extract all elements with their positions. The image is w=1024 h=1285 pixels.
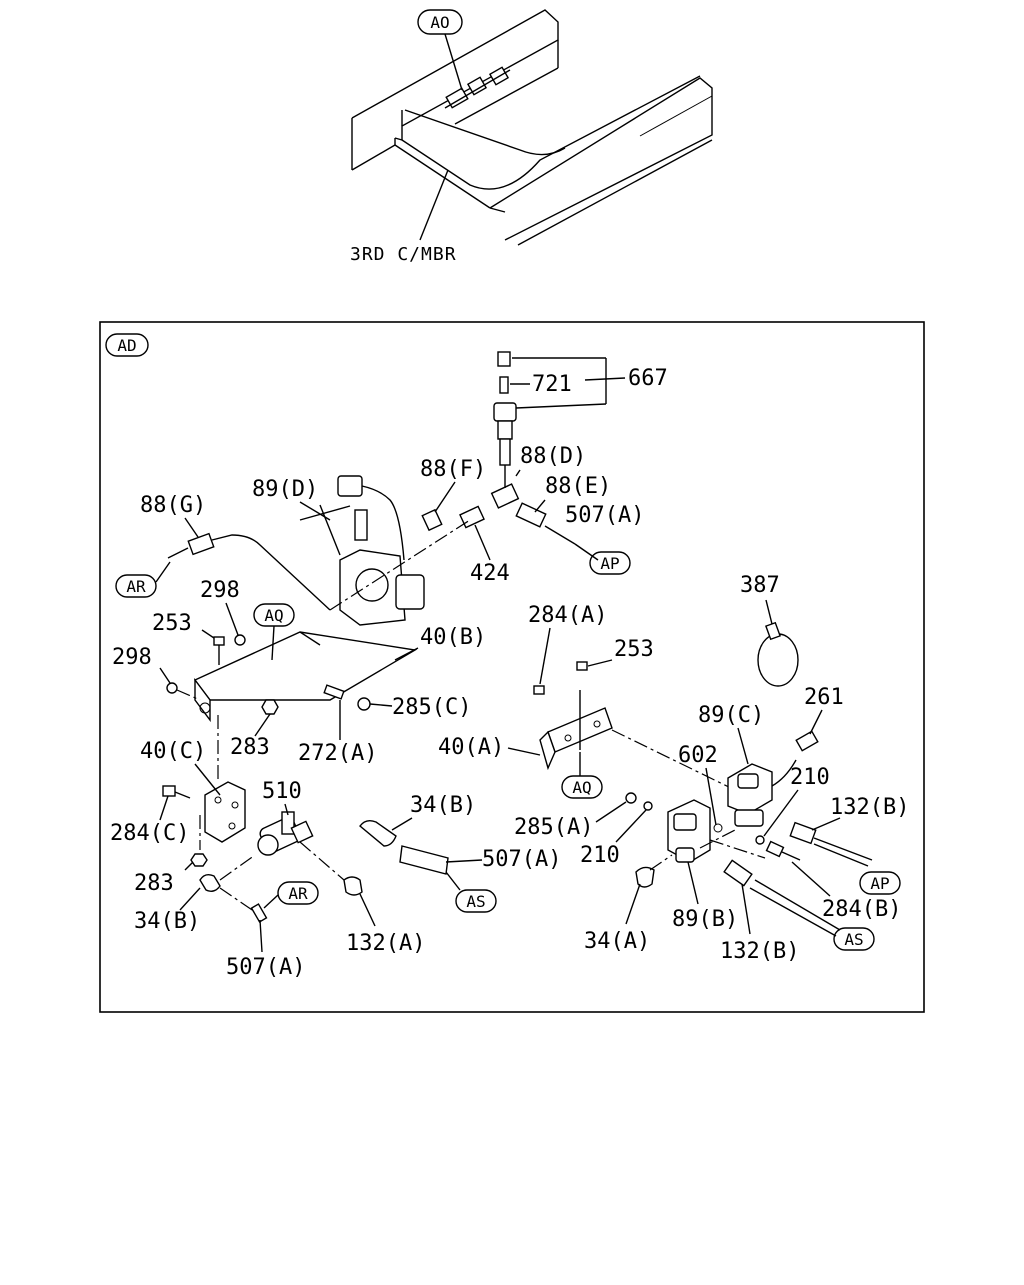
label-88d: 88(D) (520, 444, 586, 469)
label-132b-low: 132(B) (720, 939, 799, 964)
tag-aq-right: AQ (572, 778, 591, 797)
label-132b-top: 132(B) (830, 795, 909, 820)
label-424: 424 (470, 561, 510, 586)
callout-ao: AO (430, 13, 449, 32)
tag-ap-top: AP (600, 554, 619, 573)
bracket-40b (193, 631, 418, 723)
tag-as-right-badge (833, 927, 875, 951)
clamp-387 (757, 621, 799, 687)
label-210-mid: 210 (580, 843, 620, 868)
tag-ar-left-badge (115, 574, 157, 598)
label-253-left: 253 (152, 611, 192, 636)
member-label: 3RD C/MBR (350, 244, 457, 265)
label-387: 387 (740, 573, 780, 598)
label-507a-top: 507(A) (565, 503, 644, 528)
label-88g: 88(G) (140, 493, 206, 518)
tag-ar-low-badge (277, 881, 319, 905)
valve-89d (299, 475, 425, 626)
tag-as-mid-badge (455, 889, 497, 913)
tag-as-right: AS (844, 930, 863, 949)
label-298-top: 298 (200, 578, 240, 603)
overview-valve-icon (444, 66, 511, 109)
tag-ap-top-badge (589, 551, 631, 575)
tag-ap-right-badge (859, 871, 901, 895)
label-285a: 285(A) (514, 815, 593, 840)
tag-ap-right: AP (870, 874, 889, 893)
label-88e: 88(E) (545, 474, 611, 499)
label-298-left: 298 (112, 645, 152, 670)
label-89b: 89(B) (672, 907, 738, 932)
label-721: 721 (532, 372, 572, 397)
frame-overview: AO 3RD C/MBR (350, 9, 713, 265)
tag-ar-left: AR (126, 577, 146, 596)
tag-as-mid: AS (466, 892, 485, 911)
valve-89c (727, 759, 797, 827)
label-89c: 89(C) (698, 703, 764, 728)
fitting-261 (795, 730, 819, 752)
tag-aq-left: AQ (264, 606, 283, 625)
label-34b-mid: 34(B) (410, 793, 476, 818)
label-285c: 285(C) (392, 695, 471, 720)
label-40a: 40(A) (438, 735, 504, 760)
label-40c: 40(C) (140, 739, 206, 764)
elbow-132a (299, 841, 363, 896)
label-602: 602 (678, 743, 718, 768)
detail-frame (99, 321, 925, 1013)
elbow-34b-left (199, 854, 256, 913)
label-507a-low: 507(A) (226, 955, 305, 980)
label-89d: 89(D) (252, 477, 318, 502)
bracket-40c (204, 781, 246, 843)
label-507a-mid: 507(A) (482, 847, 561, 872)
callout-ao-badge (417, 9, 463, 35)
label-253-right: 253 (614, 637, 654, 662)
fitting-88g (167, 519, 471, 611)
tee-fitting-88d (421, 465, 599, 561)
bracket-40a (539, 690, 613, 771)
label-34a: 34(A) (584, 929, 650, 954)
elbow-34b-mid (359, 819, 449, 875)
label-34b-left: 34(B) (134, 909, 200, 934)
label-667: 667 (628, 366, 668, 391)
label-510: 510 (262, 779, 302, 804)
label-284a: 284(A) (528, 603, 607, 628)
label-272a: 272(A) (298, 741, 377, 766)
callout-ad: AD (117, 336, 136, 355)
tag-aq-right-badge (561, 775, 603, 799)
label-284b: 284(B) (822, 897, 901, 922)
label-283-low: 283 (134, 871, 174, 896)
label-284c: 284(C) (110, 821, 189, 846)
label-40b: 40(B) (420, 625, 486, 650)
callout-ad-badge (105, 333, 149, 357)
label-132a: 132(A) (346, 931, 425, 956)
elbow-34a (635, 866, 655, 888)
label-261: 261 (804, 685, 844, 710)
label-210-right: 210 (790, 765, 830, 790)
fitting-stack-667 (493, 351, 626, 466)
label-88f: 88(F) (420, 457, 486, 482)
label-283-mid: 283 (230, 735, 270, 760)
fitting-132b-top (789, 821, 873, 867)
fitting-132b-low (723, 859, 841, 937)
valve-510 (257, 811, 314, 856)
valve-89b (667, 799, 766, 863)
tag-ar-low: AR (288, 884, 308, 903)
